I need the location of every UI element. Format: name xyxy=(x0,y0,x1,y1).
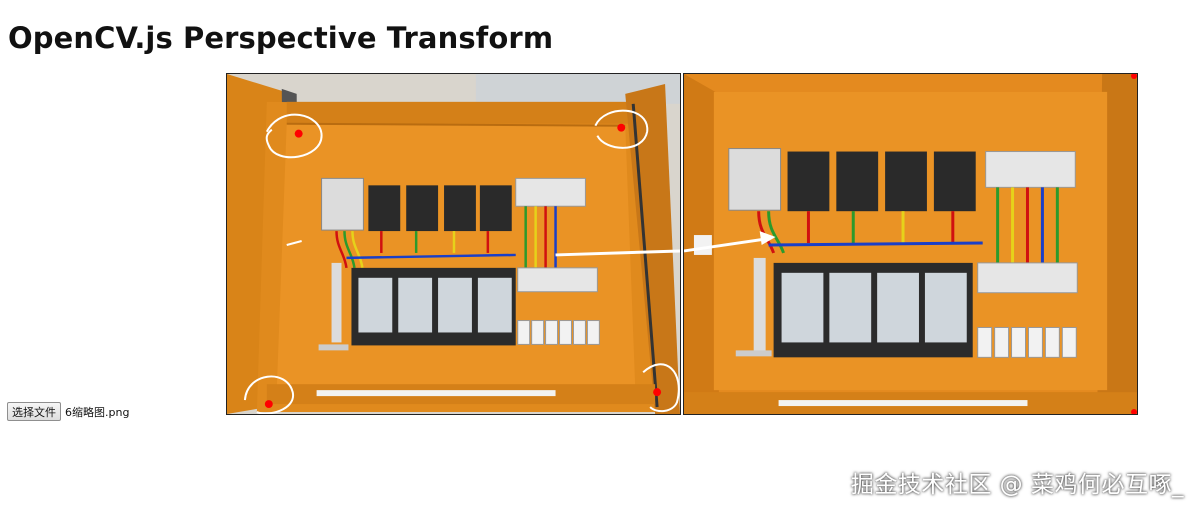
output-image-canvas xyxy=(683,73,1138,415)
source-image xyxy=(227,74,680,414)
file-input[interactable]: 选择文件 6缩略图.png xyxy=(7,402,129,421)
source-image-canvas[interactable] xyxy=(226,73,681,415)
corner-point-icon xyxy=(264,123,662,409)
choose-file-button[interactable]: 选择文件 xyxy=(7,402,61,421)
selected-file-name: 6缩略图.png xyxy=(65,405,130,419)
page-title: OpenCV.js Perspective Transform xyxy=(8,21,554,55)
transform-arrow-icon xyxy=(684,231,776,253)
watermark: 掘金技术社区 @ 菜鸡何必互啄_ xyxy=(850,472,1184,498)
output-image xyxy=(684,74,1137,414)
